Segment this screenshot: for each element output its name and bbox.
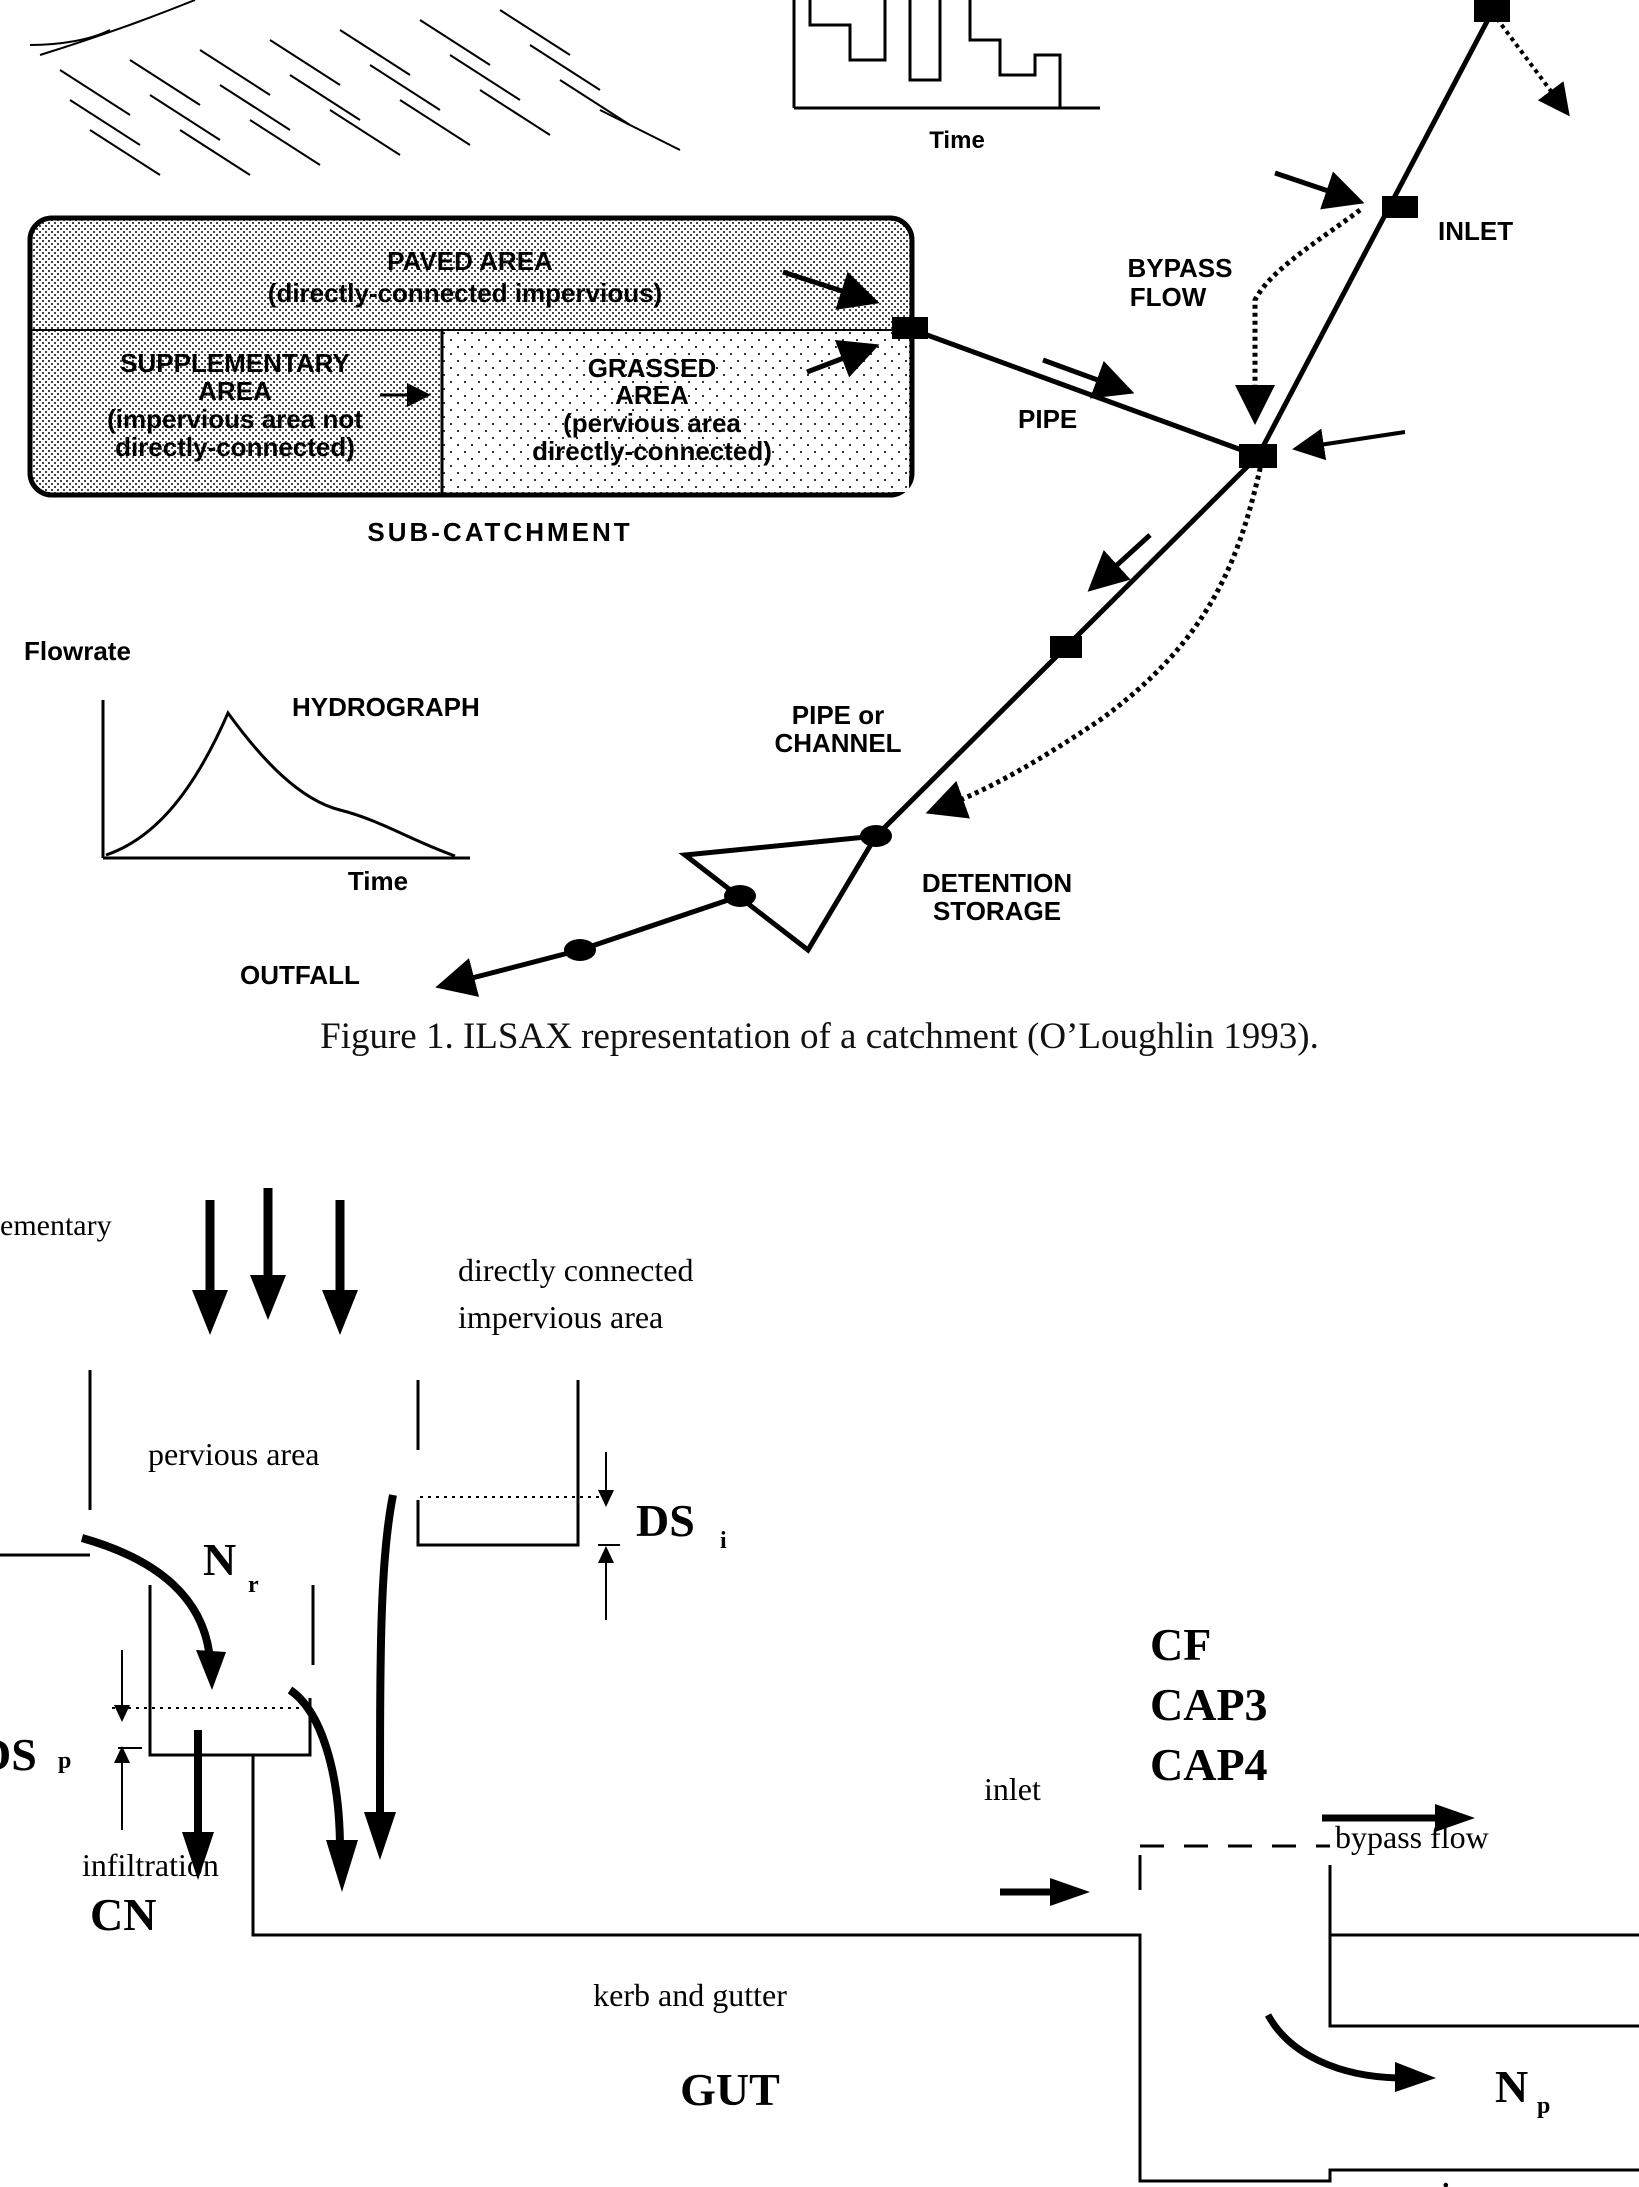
sub-catchment-label: SUB-CATCHMENT — [367, 517, 632, 547]
hydrograph-label: HYDROGRAPH — [292, 692, 480, 722]
np-label: N — [1495, 2061, 1528, 2112]
hydrograph-plot — [101, 700, 470, 860]
directly-connected-label-2: impervious area — [458, 1299, 663, 1335]
drainage-network — [435, 10, 1570, 997]
paved-area-sub-label: (directly-connected impervious) — [268, 278, 662, 308]
flowrate-label: Flowrate — [24, 636, 131, 666]
supplementary-label-4: directly-connected) — [115, 432, 355, 462]
cap4-label: CAP4 — [1150, 1739, 1268, 1790]
grassed-label-4: directly-connected) — [532, 436, 772, 466]
pervious-area-label: pervious area — [148, 1436, 319, 1472]
figure2-arrowheads — [114, 1490, 1475, 2092]
np-subscript: p — [1537, 2093, 1550, 2119]
detention-label-1: DETENTION — [922, 868, 1072, 898]
supplementary-label-1: SUPPLEMENTARY — [120, 348, 350, 378]
pipe-channel-label-1: PIPE or — [792, 700, 884, 730]
nr-label: N — [203, 1534, 236, 1585]
kerb-gutter-label: kerb and gutter — [593, 1977, 787, 2013]
cf-label: CF — [1150, 1619, 1211, 1670]
pipe-channel-label-2: CHANNEL — [774, 728, 901, 758]
dsp-subscript: p — [58, 1748, 71, 1774]
bypass-flow-label-2: FLOW — [1130, 282, 1207, 312]
inlet-label-2: inlet — [984, 1771, 1041, 1807]
supplementary-text: ementary — [0, 1209, 112, 1242]
pipe-label: PIPE — [1018, 404, 1077, 434]
grassed-label-2: AREA — [615, 380, 689, 410]
inlet-label: INLET — [1438, 216, 1513, 246]
cloud-rain — [29, 0, 681, 176]
network-nodes — [564, 0, 1510, 961]
grassed-label-3: (pervious area — [563, 408, 741, 438]
bypass-flow-label-1: BYPASS — [1128, 253, 1233, 283]
dsi-label: DS — [636, 1495, 695, 1546]
supplementary-label-2: AREA — [198, 376, 272, 406]
nr-subscript: r — [248, 1572, 259, 1598]
cn-label: CN — [90, 1889, 156, 1940]
infiltration-label: infiltration — [82, 1847, 219, 1883]
figure2-lines — [0, 1188, 1639, 2183]
figure-1-caption: Figure 1. ILSAX representation of a catc… — [320, 1016, 1319, 1057]
bypass-flow-label: bypass flow — [1335, 1819, 1489, 1855]
hydrograph-time-label-2: Time — [348, 866, 408, 896]
hyetograph-time-label: Time — [929, 127, 985, 154]
paved-area-label: PAVED AREA — [387, 246, 553, 276]
supplementary-label-3: (impervious area not — [107, 404, 363, 434]
detention-label-2: STORAGE — [933, 896, 1061, 926]
sub-catchment-box — [27, 215, 915, 498]
grassed-label-1: GRASSED — [588, 353, 717, 383]
dsp-label: DS — [0, 1729, 37, 1780]
cap3-label: CAP3 — [1150, 1679, 1268, 1730]
outfall-label: OUTFALL — [240, 960, 360, 990]
gut-label: GUT — [680, 2064, 780, 2115]
hyetograph — [792, 0, 1100, 110]
directly-connected-label-1: directly connected — [458, 1252, 693, 1288]
pipe-label-2: pipe — [1418, 2173, 1494, 2187]
dsi-subscript: i — [720, 1528, 727, 1554]
